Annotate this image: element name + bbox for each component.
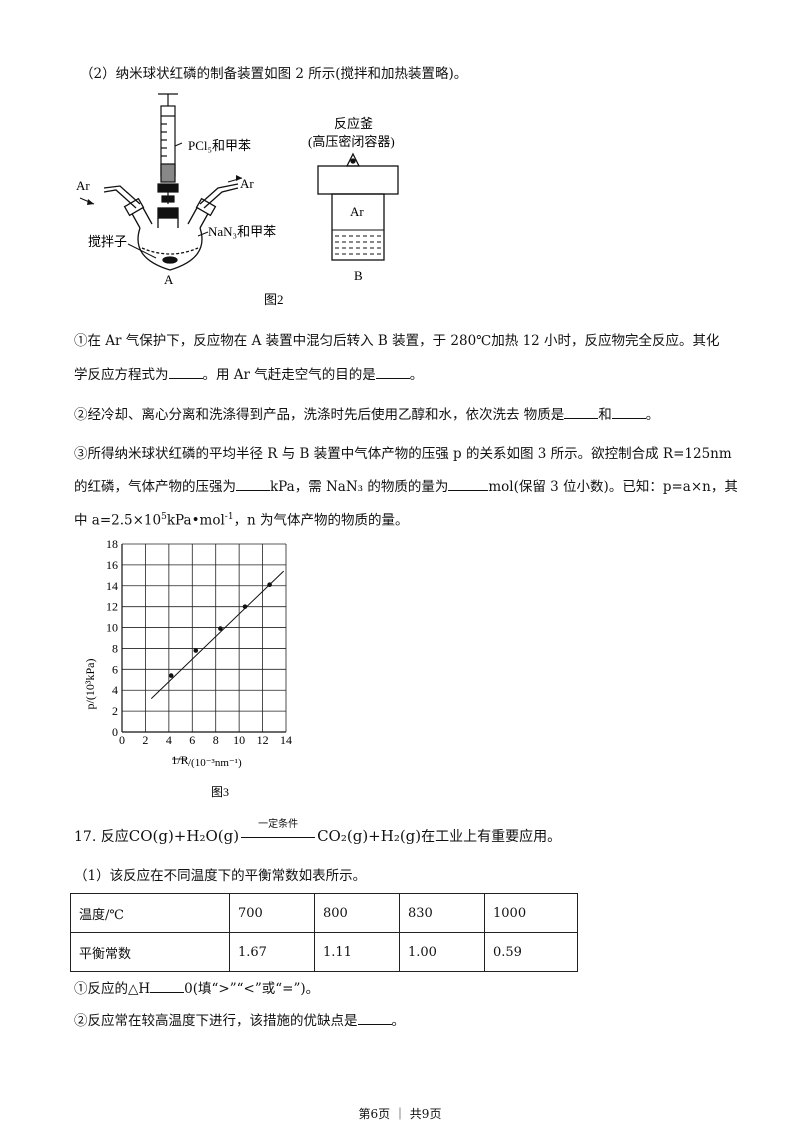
arrow-icon bbox=[241, 836, 316, 838]
table-cell: 1.11 bbox=[314, 932, 400, 972]
apparatus-a-label: A bbox=[164, 272, 174, 287]
y-tick-label: 6 bbox=[112, 662, 118, 676]
x-tick-label: 8 bbox=[213, 733, 219, 747]
q1-line1: ①在 Ar 气保护下，反应物在 A 装置中混匀后转入 B 装置，于 280℃加热… bbox=[74, 333, 720, 349]
reactor-subtitle: (高压密闭容器) bbox=[308, 134, 395, 149]
answer-blank bbox=[611, 404, 646, 419]
ar-outlet-label: Ar bbox=[240, 176, 254, 191]
data-point bbox=[267, 582, 272, 588]
table-cell: 温度/℃ bbox=[70, 893, 230, 933]
y-tick-labels: 0 2 4 6 8 10 12 14 16 18 bbox=[106, 537, 118, 739]
x-axis-label-fraction: 1/R bbox=[171, 753, 188, 767]
q17-1b: ②反应常在较高温度下进行，该措施的优缺点是。 bbox=[74, 1010, 405, 1031]
answer-blank bbox=[150, 978, 185, 993]
reagent-top-label: PCl₅和甲苯 bbox=[188, 138, 251, 153]
reagent-flask-label: NaN₃和甲苯 bbox=[208, 224, 276, 239]
y-tick-label: 16 bbox=[106, 558, 118, 572]
chart-axes bbox=[121, 544, 286, 733]
figure-2-apparatus: PCl₅和甲苯 Ar Ar NaN₃和甲苯 搅拌子 A 反应釜 (高压密闭容器)… bbox=[76, 93, 399, 307]
data-point bbox=[193, 648, 199, 653]
y-tick-label: 12 bbox=[106, 600, 118, 614]
answer-blank bbox=[168, 364, 203, 379]
q3-line1: ③所得纳米球状红磷的平均半径 R 与 B 装置中气体产物的压强 p 的关系如图 … bbox=[74, 446, 732, 462]
table-cell: 700 bbox=[229, 893, 315, 933]
x-tick-label: 4 bbox=[166, 733, 172, 747]
table-row: 温度/℃ 700 800 830 1000 bbox=[70, 893, 578, 933]
q17-1-intro: （1）该反应在不同温度下的平衡常数如表所示。 bbox=[74, 868, 367, 884]
apparatus-b-label: B bbox=[354, 268, 363, 283]
equilibrium-constant-table: 温度/℃ 700 800 830 1000 平衡常数 1.67 1.11 1.0… bbox=[70, 893, 578, 972]
y-tick-label: 4 bbox=[112, 683, 118, 697]
table-cell: 0.59 bbox=[484, 932, 578, 972]
part2-intro: （2）纳米球状红磷的制备装置如图 2 所示(搅拌和加热装置略)。 bbox=[80, 66, 468, 82]
q2-line: ②经冷却、离心分离和洗涤得到产品，洗涤时先后使用乙醇和水，依次洗去 物质是和。 bbox=[74, 404, 659, 425]
answer-blank bbox=[357, 1010, 392, 1025]
table-row: 平衡常数 1.67 1.11 1.00 0.59 bbox=[70, 932, 578, 972]
x-axis-label-unit: /(10⁻³nm⁻¹) bbox=[188, 757, 242, 769]
reaction-arrow: 一定条件 bbox=[239, 819, 317, 847]
y-tick-label: 8 bbox=[112, 641, 118, 655]
chart-grid bbox=[121, 543, 287, 733]
data-points bbox=[168, 582, 272, 678]
y-axis-label: p/(10³kPa) bbox=[83, 659, 97, 710]
x-tick-label: 6 bbox=[189, 733, 195, 747]
figure-3-caption: 图3 bbox=[211, 785, 229, 799]
x-tick-labels: 0 2 4 6 8 10 12 14 bbox=[119, 733, 292, 747]
answer-blank bbox=[448, 476, 489, 491]
fit-line-segment bbox=[150, 570, 285, 699]
y-tick-label: 0 bbox=[112, 725, 118, 739]
reactor-ar-label: Ar bbox=[350, 204, 364, 219]
answer-blank bbox=[236, 476, 270, 491]
table-cell: 830 bbox=[399, 893, 485, 933]
q1-line2: 学反应方程式为。用 Ar 气赶走空气的目的是。 bbox=[74, 364, 423, 385]
answer-blank bbox=[564, 404, 599, 419]
page-footer: 第6页 ｜ 共9页 bbox=[358, 1107, 442, 1121]
reactor-vessel-icon bbox=[317, 152, 399, 261]
x-tick-label: 0 bbox=[119, 733, 125, 747]
three-neck-flask-icon bbox=[103, 183, 239, 271]
syringe-icon bbox=[157, 93, 179, 204]
table-cell: 1000 bbox=[484, 893, 578, 933]
table-cell: 1.67 bbox=[229, 932, 315, 972]
x-tick-label: 2 bbox=[142, 733, 148, 747]
figure-2-caption: 图2 bbox=[264, 292, 284, 307]
stirrer-label: 搅拌子 bbox=[88, 234, 127, 249]
y-tick-label: 2 bbox=[112, 704, 118, 718]
x-tick-label: 10 bbox=[233, 733, 245, 747]
y-tick-label: 18 bbox=[106, 537, 118, 551]
table-cell: 800 bbox=[314, 893, 400, 933]
data-point bbox=[168, 673, 174, 678]
reactor-title: 反应釜 bbox=[334, 116, 373, 131]
table-cell: 1.00 bbox=[399, 932, 485, 972]
fit-line bbox=[150, 570, 285, 699]
table-cell: 平衡常数 bbox=[70, 932, 230, 972]
data-point bbox=[242, 604, 248, 609]
x-tick-label: 12 bbox=[257, 733, 269, 747]
figure-3-chart: 0 2 4 6 8 10 12 14 0 2 4 6 8 10 12 14 16 18 p/(10³kPa) 1… bbox=[83, 537, 292, 799]
x-tick-label: 14 bbox=[280, 733, 292, 747]
answer-blank bbox=[375, 364, 410, 379]
data-point bbox=[218, 626, 223, 631]
q3-line3: 中 a=2.5×105kPa•mol-1，n 为气体产物的物质的量。 bbox=[74, 512, 409, 529]
y-tick-label: 14 bbox=[106, 579, 118, 593]
ar-inlet-label: Ar bbox=[76, 178, 90, 193]
y-tick-label: 10 bbox=[106, 621, 118, 635]
